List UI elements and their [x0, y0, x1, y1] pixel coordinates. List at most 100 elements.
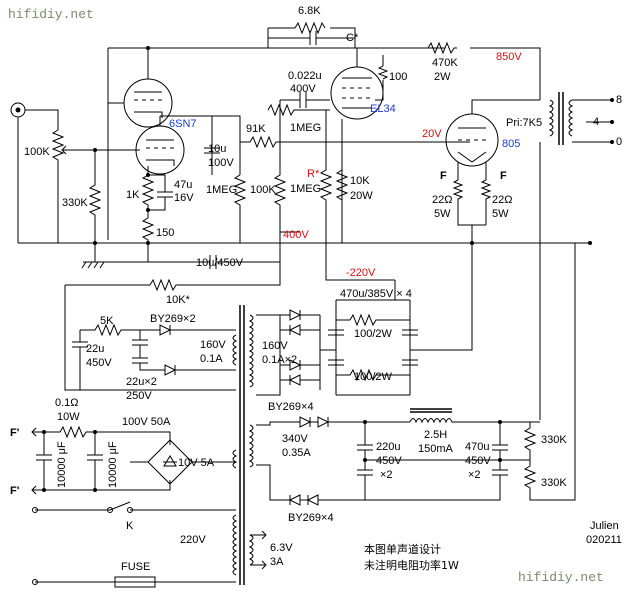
terminal-4[interactable]: 4 — [593, 116, 599, 128]
resistor-330k-grid — [88, 150, 102, 243]
capacitors-470u385 — [328, 329, 418, 366]
label-cstar: C* — [346, 32, 359, 44]
resistors-330k-bleed — [523, 243, 576, 501]
diodes-hv-bottom — [256, 464, 365, 506]
voltage-400v: 400V — [283, 229, 309, 241]
label-fprime-bot: F' — [10, 485, 20, 497]
pt-core — [239, 305, 245, 585]
resistor-01ohm — [40, 425, 171, 445]
ot-primary — [548, 99, 554, 137]
resistor-rstar — [319, 110, 395, 281]
label-5k: 5K — [100, 315, 114, 327]
ot-secondary — [568, 99, 574, 137]
label-470u385: 470u/385V × 4 — [340, 288, 412, 300]
label-220v: 220V — [180, 534, 206, 546]
capacitor-22ux2 — [132, 330, 236, 376]
label-035a: 0.35A — [282, 447, 311, 459]
label-f-left: F — [440, 170, 447, 182]
label-22-a-w: 5W — [434, 208, 451, 220]
label-330k: 330K — [62, 197, 88, 209]
bias-bus — [319, 299, 411, 396]
diodes-by269x4-bottom — [280, 359, 320, 386]
tube-el34-elements — [342, 77, 372, 109]
label-by269x2: BY269×2 — [150, 313, 196, 325]
mains-switch-wire — [35, 501, 236, 511]
tube-6sn7-top-wires — [107, 48, 149, 240]
switch-k-contact-b[interactable] — [127, 507, 133, 513]
resistor-10k — [335, 169, 349, 201]
label-100k: 100K — [250, 184, 276, 196]
label-01a: 0.1A — [200, 353, 223, 365]
watermark-bottom: hifidiy.net — [518, 570, 604, 585]
capacitor-10u450 — [209, 255, 217, 269]
choke-core — [410, 408, 452, 413]
bias-outer-wires — [256, 314, 281, 396]
diode-by269-a — [140, 324, 236, 336]
label-3a: 3A — [270, 556, 284, 568]
label-10u: 10u — [208, 143, 226, 155]
tube-805 — [445, 113, 499, 167]
label-470u-v: 450V — [465, 455, 491, 467]
input-wires — [17, 109, 59, 243]
label-91k: 91K — [246, 123, 266, 135]
label-10000uf-b: 10000 μF — [107, 441, 119, 488]
label-rstar: R* — [307, 168, 320, 180]
diodes-by269x4-top — [280, 309, 320, 336]
label-220u: 220u — [376, 441, 400, 453]
mains-terminal-a[interactable] — [32, 507, 38, 513]
pt-winding-160v-x2 — [248, 314, 254, 388]
voltage-neg220v: -220V — [346, 267, 376, 279]
note-line2: 未注明电阻功率1W — [364, 558, 459, 572]
label-1meg-c: 1MEG — [290, 183, 321, 195]
watermark-top: hifidiy.net — [8, 7, 94, 22]
tube-label-805: 805 — [502, 138, 520, 150]
capacitor-0022u — [280, 92, 330, 108]
label-150: 150 — [156, 227, 174, 239]
potentiometer-100k[interactable] — [51, 129, 65, 165]
label-470k-w: 2W — [434, 71, 451, 83]
resistors-100-2w — [336, 313, 410, 382]
label-1k: 1K — [126, 189, 140, 201]
terminal-8[interactable]: 8 — [616, 94, 622, 106]
credit-code: 020211 — [586, 534, 622, 546]
label-0022u: 0.022u — [288, 70, 322, 82]
label-01ohm-w: 10W — [57, 411, 80, 423]
label-10v5a: 10V 5A — [178, 457, 215, 469]
label-choke-i: 150mA — [418, 443, 454, 455]
label-switch-k: K — [126, 520, 134, 532]
label-by269x4-b: BY269×4 — [288, 512, 334, 524]
diodes-hv-top — [256, 416, 410, 428]
label-fprime-top: F' — [10, 427, 20, 439]
tube-label-6sn7: 6SN7 — [169, 118, 197, 130]
label-22-b: 22Ω — [492, 194, 512, 206]
label-01ohm: 0.1Ω — [55, 397, 79, 409]
el34-wires — [356, 48, 384, 101]
resistor-1meg-b — [233, 174, 247, 243]
resistor-100k-plate — [273, 100, 300, 233]
resistor-10kstar — [65, 262, 281, 292]
mains-terminal-b[interactable] — [32, 579, 38, 585]
label-22u-v: 450V — [86, 357, 112, 369]
ot-taps — [572, 99, 612, 143]
label-pot-100k: 100K — [24, 146, 50, 158]
label-fuse: FUSE — [121, 561, 150, 573]
pt-primary-220v — [232, 514, 238, 576]
pt-winding-340v — [248, 424, 254, 468]
resistor-100 — [377, 65, 389, 80]
label-160v-b: 160V — [262, 340, 288, 352]
resistor-470k — [427, 41, 457, 55]
switch-k-contact-a[interactable] — [107, 507, 113, 513]
ot-core — [558, 92, 564, 145]
label-100-2w-b: 100/2W — [354, 371, 393, 383]
label-bridge: 100V 50A — [122, 416, 171, 428]
tube-6sn7-bottom — [135, 125, 185, 175]
bridge-diode-symbol — [163, 455, 177, 467]
voltage-20v: 20V — [422, 128, 442, 140]
label-22ux2: 22u×2 — [126, 376, 157, 388]
capacitor-cstar — [268, 31, 355, 45]
terminal-0[interactable]: 0 — [616, 136, 622, 148]
label-47u: 47u — [174, 179, 192, 191]
bplus-top-rail — [108, 47, 541, 92]
